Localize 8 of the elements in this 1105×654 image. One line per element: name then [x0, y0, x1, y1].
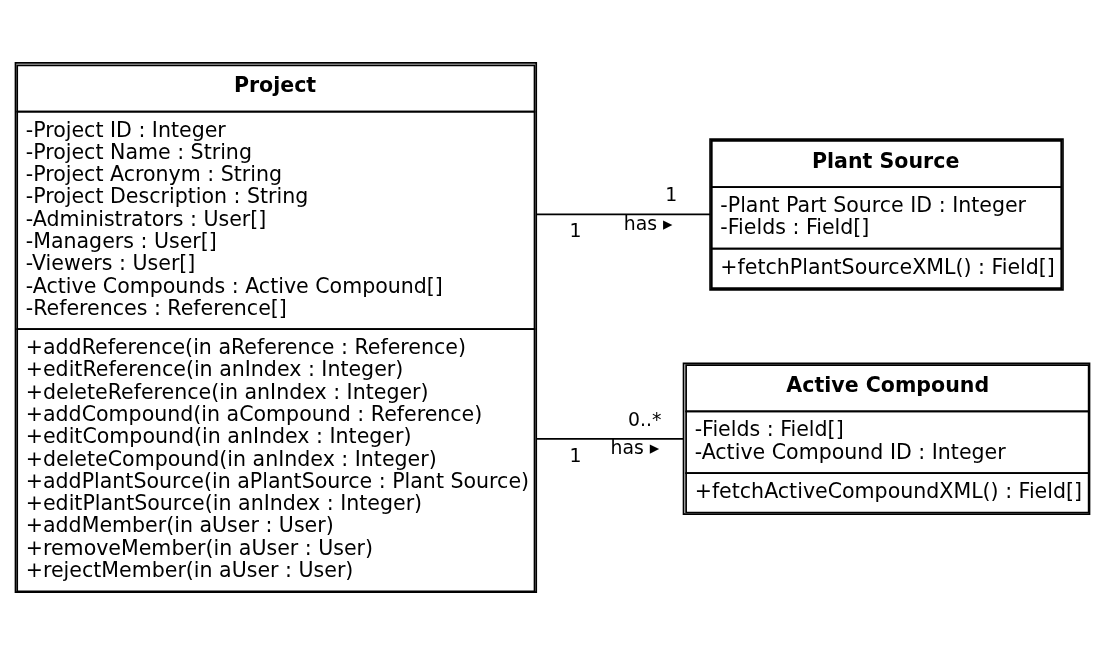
label: 1: [665, 183, 678, 205]
label: 1: [569, 444, 582, 466]
connector: [535, 213, 711, 215]
label: 0..*: [627, 408, 662, 430]
connector: [535, 437, 685, 440]
label: 1: [569, 219, 582, 241]
edge-label: has ▸: [623, 212, 673, 234]
edge-label: has ▸: [610, 436, 660, 458]
